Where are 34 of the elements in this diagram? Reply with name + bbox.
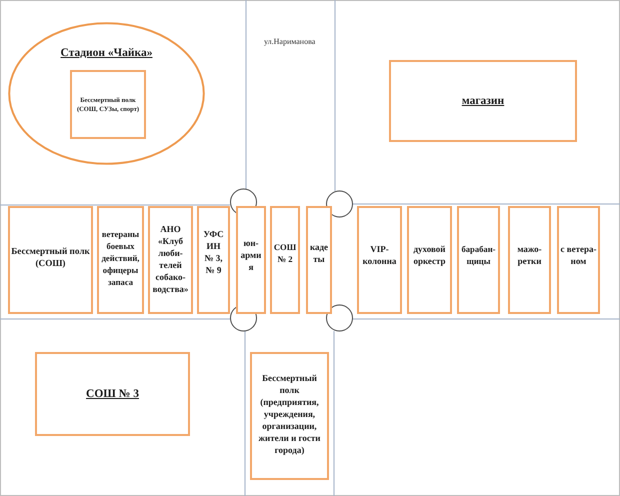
box-label: Бессмертный полк (предприятия, учреждения, организации, жители и гости города) xyxy=(257,372,322,456)
box-label: с ветера-ном xyxy=(560,243,597,267)
group-box xyxy=(457,206,500,314)
box-label: АНО «Клуб люби-телей собако-водства» xyxy=(152,223,190,295)
box-label: духовой оркестр xyxy=(412,243,447,267)
group-box xyxy=(557,206,600,314)
box-title: магазин xyxy=(462,94,504,108)
box-title: СОШ № 3 xyxy=(86,387,139,401)
box-label: VIP-колонна xyxy=(362,243,398,267)
box-label: юн-армия xyxy=(240,237,262,273)
group-box xyxy=(508,206,551,314)
box-label: мажо-ретки xyxy=(516,243,543,267)
group-box xyxy=(8,206,93,314)
box-label: кадеты xyxy=(309,241,329,265)
oval-title: Стадион «Чайка» xyxy=(60,46,152,60)
box-label: СОШ № 2 xyxy=(272,241,298,265)
group-box xyxy=(236,206,266,314)
shop-box xyxy=(389,60,577,142)
street-label: ул.Нариманова xyxy=(264,37,316,47)
box-label: ветераны боевых действий, офицеры запаса xyxy=(100,228,140,288)
group-box xyxy=(357,206,402,314)
group-box xyxy=(250,352,329,480)
group-box xyxy=(97,206,144,314)
box-label: УФСИН № 3, № 9 xyxy=(202,228,225,276)
group-box xyxy=(197,206,230,314)
box-label: Бессмертный полк (СОШ) xyxy=(10,245,91,269)
box-label: барабан-щицы xyxy=(460,243,497,267)
stadium-oval xyxy=(8,22,205,165)
group-box xyxy=(306,206,332,314)
group-box xyxy=(270,206,300,314)
school-box xyxy=(35,352,190,436)
group-box xyxy=(70,70,146,139)
group-box xyxy=(407,206,452,314)
group-box xyxy=(148,206,193,314)
